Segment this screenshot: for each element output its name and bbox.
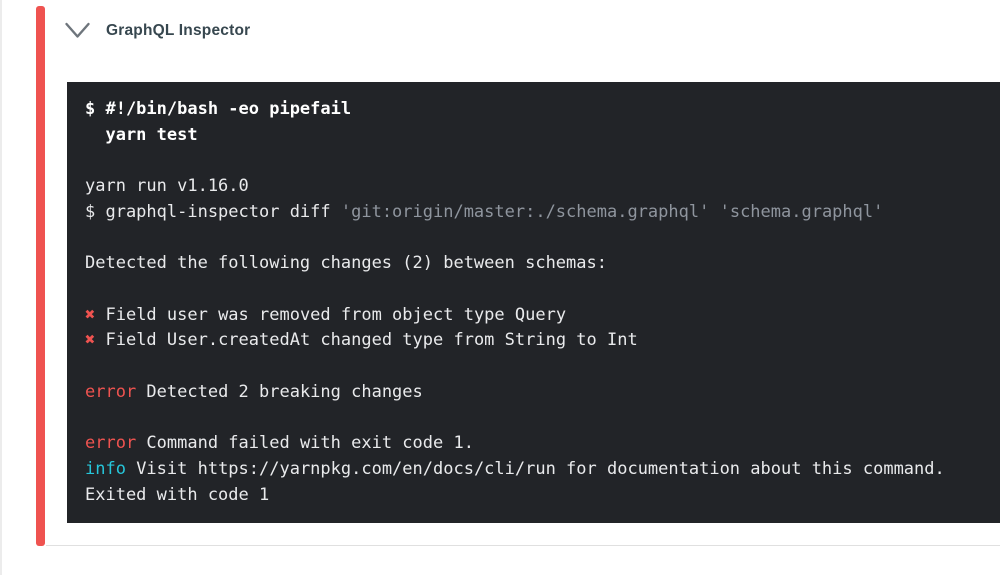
chevron-down-icon[interactable]	[64, 21, 91, 40]
card-divider	[46, 545, 1000, 546]
terminal-segment-dim: 'schema.graphql'	[719, 201, 884, 222]
step-header[interactable]: GraphQL Inspector	[64, 21, 250, 40]
terminal-segment-plain: Field User.createdAt changed type from S…	[95, 330, 638, 351]
terminal-segment-plain: Visit https://yarnpkg.com/en/docs/cli/ru…	[125, 458, 945, 479]
terminal-segment-plain: yarn run v1.16.0	[85, 176, 249, 197]
terminal-line: info Visit https://yarnpkg.com/en/docs/c…	[85, 457, 1000, 483]
terminal-segment-plain: Detected the following changes (2) betwe…	[85, 253, 607, 274]
terminal-line: error Detected 2 breaking changes	[85, 380, 1000, 406]
terminal-line	[85, 354, 1000, 380]
terminal-line: $ graphql-inspector diff 'git:origin/mas…	[85, 200, 1000, 226]
page-left-edge	[0, 0, 2, 575]
terminal-segment-plain: $ graphql-inspector diff	[85, 201, 341, 222]
terminal-segment-red: error	[85, 381, 137, 402]
terminal-segment-cyan: info	[85, 458, 126, 479]
terminal-line: Exited with code 1	[85, 483, 1000, 509]
terminal-line: ✖ Field User.createdAt changed type from…	[85, 328, 1000, 354]
terminal-line: $ #!/bin/bash -eo pipefail	[85, 97, 1000, 123]
terminal-line: ✖ Field user was removed from object typ…	[85, 303, 1000, 329]
terminal-line: yarn run v1.16.0	[85, 174, 1000, 200]
terminal-segment-red: error	[85, 433, 137, 454]
terminal-line	[85, 277, 1000, 303]
terminal-segment-red: ✖	[85, 304, 96, 325]
step-title: GraphQL Inspector	[106, 21, 251, 39]
terminal-line	[85, 148, 1000, 174]
failed-step-stripe	[36, 6, 45, 546]
terminal-line	[85, 405, 1000, 431]
terminal-segment-cmd: $ #!/bin/bash -eo pipefail	[85, 99, 352, 119]
terminal-segment-plain: Exited with code 1	[85, 484, 270, 505]
terminal-line: error Command failed with exit code 1.	[85, 431, 1000, 457]
terminal-output: $ #!/bin/bash -eo pipefail yarn test yar…	[67, 82, 1000, 523]
terminal-line: yarn test	[85, 123, 1000, 149]
terminal-segment-plain	[709, 202, 719, 222]
terminal-line: Detected the following changes (2) betwe…	[85, 251, 1000, 277]
terminal-segment-cmd: yarn test	[85, 124, 198, 145]
terminal-line	[85, 226, 1000, 252]
terminal-segment-plain: Command failed with exit code 1.	[136, 433, 474, 454]
terminal-segment-plain: Field user was removed from object type …	[95, 304, 567, 325]
terminal-segment-plain: Detected 2 breaking changes	[136, 381, 423, 402]
terminal-segment-red: ✖	[85, 330, 96, 351]
terminal-segment-dim: 'git:origin/master:./schema.graphql'	[340, 201, 710, 222]
